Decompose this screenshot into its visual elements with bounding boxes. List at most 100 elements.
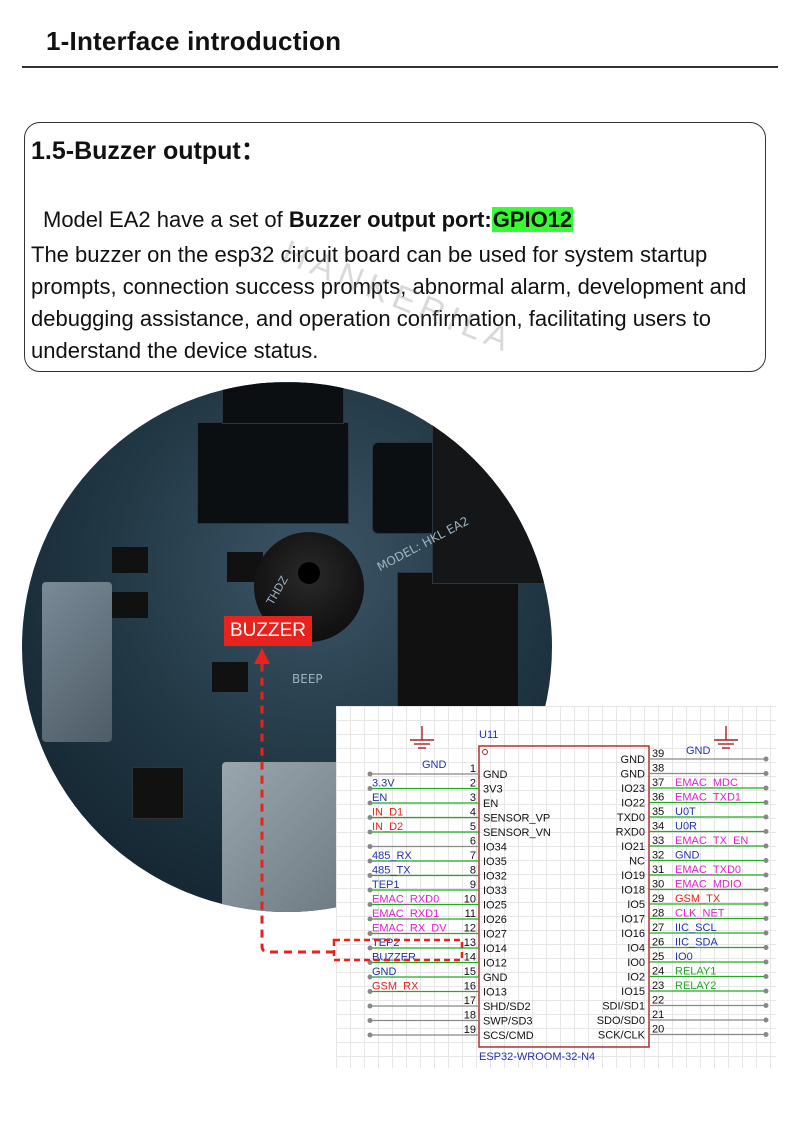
left-net-label: 485_RX: [372, 850, 412, 862]
component-part: ESP32-WROOM-32-N4: [479, 1051, 595, 1063]
left-pin-name: IO14: [483, 943, 507, 955]
port-description: Model EA2 have a set of Buzzer output po…: [43, 207, 574, 233]
port-prefix: Model EA2 have a set of: [43, 207, 289, 232]
right-pin-number: 38: [652, 763, 664, 775]
left-net-label: TEP2: [372, 937, 400, 949]
left-pin-number: 17: [464, 995, 476, 1007]
right-wire-end: [763, 988, 769, 994]
right-wire-end: [763, 1017, 769, 1023]
left-pin-number: 7: [470, 850, 476, 862]
right-pin-number: 21: [652, 1009, 664, 1021]
left-wire-end: [367, 829, 373, 835]
left-pin-number: 8: [470, 865, 476, 877]
right-pin-name: TXD0: [617, 812, 645, 824]
buzzer-hole: [298, 562, 320, 584]
right-pin-name: IO17: [621, 914, 645, 926]
left-pin-name: GND: [483, 972, 508, 984]
smd-chip: [212, 662, 248, 692]
left-pin-number: 5: [470, 821, 476, 833]
right-pin-number: 20: [652, 1024, 664, 1036]
left-wire-end: [367, 1032, 373, 1038]
left-pin-number: 2: [470, 778, 476, 790]
right-pin-name: IO19: [621, 870, 645, 882]
right-pin-name: SCK/CLK: [598, 1030, 646, 1042]
left-pin-name: SCS/CMD: [483, 1030, 534, 1042]
right-net-label: EMAC_MDIO: [675, 879, 742, 891]
right-wire-end: [763, 901, 769, 907]
left-pin-name: EN: [483, 798, 498, 810]
header-divider: [22, 66, 778, 68]
right-net-label: EMAC_MDC: [675, 777, 738, 789]
left-net-label: 485_TX: [372, 865, 411, 877]
left-net-label: IN_D2: [372, 821, 403, 833]
gnd-left-label: GND: [422, 759, 447, 771]
right-pin-number: 37: [652, 777, 664, 789]
smd-chip: [112, 592, 148, 618]
component-body: [478, 745, 650, 1048]
pin-header: [197, 422, 349, 524]
right-wire-end: [763, 1032, 769, 1037]
left-wire-end: [367, 771, 373, 777]
left-wire-end: [367, 786, 373, 791]
right-pin-name: NC: [629, 856, 645, 868]
right-pin-number: 24: [652, 966, 664, 978]
left-net-label: IN_D1: [372, 807, 403, 819]
left-pin-number: 18: [464, 1010, 476, 1022]
left-pin-number: 13: [464, 937, 476, 949]
right-pin-name: IO15: [621, 986, 645, 998]
left-pin-name: SENSOR_VN: [483, 827, 551, 839]
gnd-right-label: GND: [686, 745, 711, 757]
right-pin-number: 32: [652, 850, 664, 862]
left-pin-name: SWP/SD3: [483, 1016, 533, 1028]
right-net-label: GND: [675, 850, 700, 862]
left-pin-name: SHD/SD2: [483, 1001, 531, 1013]
right-pin-number: 23: [652, 980, 664, 992]
left-net-label: BUZZER: [372, 952, 416, 964]
left-pin-name: 3V3: [483, 784, 503, 796]
right-wire-end: [763, 829, 769, 834]
left-pin-number: 3: [470, 792, 476, 804]
right-pin-name: SDI/SD1: [602, 1001, 645, 1013]
right-pin-number: 25: [652, 951, 664, 963]
left-pin-name: IO13: [483, 987, 507, 999]
left-pin-name: IO12: [483, 958, 507, 970]
left-wire-end: [367, 800, 373, 806]
left-pin-number: 4: [470, 807, 476, 819]
right-net-label: EMAC_TXD1: [675, 792, 741, 804]
left-pin-name: IO27: [483, 929, 507, 941]
right-wire-end: [763, 1003, 769, 1008]
right-pin-number: 30: [652, 879, 664, 891]
left-net-label: EN: [372, 792, 387, 804]
left-pin-name: SENSOR_VP: [483, 813, 550, 825]
left-wire-end: [367, 989, 373, 994]
left-net-label: GND: [372, 966, 397, 978]
left-pin-name: GND: [483, 769, 508, 781]
left-wire-end: [367, 1018, 373, 1023]
right-pin-number: 28: [652, 908, 664, 920]
right-pin-number: 33: [652, 835, 664, 847]
left-wire-end: [367, 960, 373, 965]
right-wire-end: [763, 800, 769, 805]
right-wire-end: [763, 872, 769, 878]
card-body-text: The buzzer on the esp32 circuit board ca…: [31, 242, 747, 363]
left-pin-number: 6: [470, 836, 476, 848]
left-pin-name: IO26: [483, 914, 507, 926]
left-pin-name: IO32: [483, 871, 507, 883]
right-net-label: IIC_SCL: [675, 922, 717, 934]
left-net-label: EMAC_RXD1: [372, 908, 439, 920]
left-pin-number: 1: [470, 763, 476, 775]
right-wire-end: [763, 887, 769, 892]
pin-header: [222, 382, 344, 424]
left-net-label: EMAC_RX_DV: [372, 923, 447, 935]
right-pin-name: IO0: [627, 957, 645, 969]
right-pin-number: 22: [652, 995, 664, 1007]
right-pin-number: 27: [652, 922, 664, 934]
left-wire-end: [367, 902, 373, 907]
right-wire-end: [763, 771, 769, 776]
right-pin-name: IO21: [621, 841, 645, 853]
ic-chip: [132, 767, 184, 819]
left-net-label: EMAC_RXD0: [372, 894, 439, 906]
left-wire-end: [367, 974, 373, 980]
right-pin-name: IO18: [621, 885, 645, 897]
right-wire-end: [763, 959, 769, 965]
